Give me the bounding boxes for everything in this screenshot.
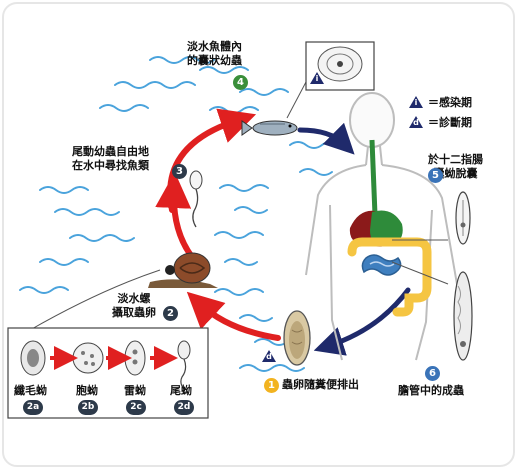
adult-fluke — [453, 271, 473, 361]
legend-diagnostic: ＝診斷期 — [428, 116, 472, 129]
arrow-egg-to-snail — [186, 291, 281, 341]
stage5-number: 5 — [428, 168, 443, 183]
egg-diagnostic-marker: d — [262, 350, 276, 362]
infective-symbol-icon: i — [409, 96, 423, 108]
stage3-label: 尾動幼蟲自由地 在水中尋找魚類 — [72, 145, 149, 172]
stage1-label: 蟲卵隨糞便排出 — [282, 378, 359, 391]
stage5-label: 於十二指腸 囊蚴脫囊 — [428, 153, 483, 180]
stage2-label: 淡水螺 攝取蟲卵 — [112, 292, 156, 319]
sub2b-label: 胞蚴 — [76, 384, 98, 397]
stage3-number: 3 — [172, 164, 187, 179]
sub2d-label: 尾蚴 — [170, 384, 192, 397]
arrow-fish-to-human — [297, 122, 355, 155]
sub2a-number: 2a — [23, 400, 43, 415]
human-body — [305, 92, 459, 361]
sub2a-label: 纖毛蚴 — [14, 384, 47, 397]
sub2d-number: 2d — [174, 400, 194, 415]
diagnostic-symbol-icon: d — [409, 116, 423, 128]
legend-infective: ＝感染期 — [428, 96, 472, 109]
sub2c-label: 雷蚴 — [124, 384, 146, 397]
pointer-line — [286, 81, 307, 119]
stage4-number: 4 — [233, 75, 248, 90]
stage6-number: 6 — [425, 366, 440, 381]
pointer-bile-duct — [391, 261, 449, 285]
fish-illustration — [241, 120, 298, 136]
sub2b-number: 2b — [78, 400, 98, 415]
inset-infective-marker: i — [310, 72, 324, 84]
snail-illustration — [148, 252, 218, 288]
stage1-number: 1 — [264, 378, 279, 393]
pointer-snail — [29, 269, 161, 331]
stage6-label: 膽管中的成蟲 — [398, 384, 464, 397]
stage2-number: 2 — [163, 306, 178, 321]
stage4-label: 淡水魚體內 的囊狀幼蟲 — [187, 40, 242, 67]
egg-illustration — [283, 310, 311, 366]
sub2c-number: 2c — [126, 400, 146, 415]
cercaria-free — [189, 170, 203, 228]
digestive-system — [347, 139, 432, 317]
metacercaria-worm — [455, 191, 471, 245]
